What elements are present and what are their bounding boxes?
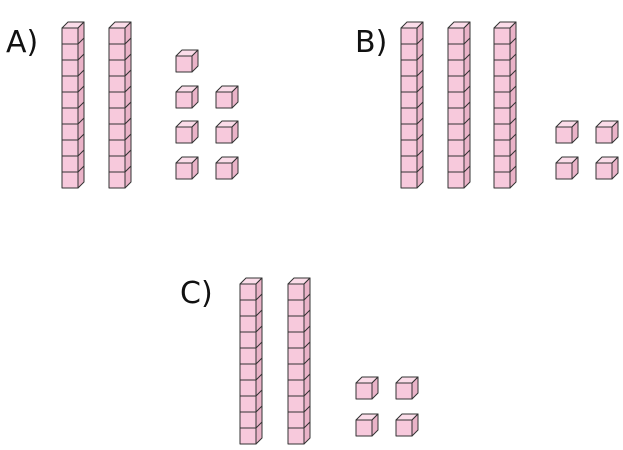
option-b-unit-cube — [555, 120, 579, 144]
option-a-unit-cube — [175, 85, 199, 109]
option-a-unit-cube — [175, 156, 199, 180]
option-b-unit-cube — [555, 156, 579, 180]
option-c-label: C) — [180, 276, 213, 311]
option-a-ten-rod — [108, 21, 132, 189]
option-a-unit-cube — [215, 85, 239, 109]
option-c-ten-rod — [239, 277, 263, 445]
option-c-unit-cube — [395, 413, 419, 437]
option-a-unit-cube — [175, 120, 199, 144]
option-a-unit-cube — [215, 120, 239, 144]
option-a-ten-rod — [61, 21, 85, 189]
option-b-unit-cube — [595, 156, 619, 180]
option-a-label: A) — [6, 25, 39, 60]
option-b-ten-rod — [400, 21, 424, 189]
option-c-unit-cube — [355, 376, 379, 400]
option-b-unit-cube — [595, 120, 619, 144]
option-c-ten-rod — [287, 277, 311, 445]
option-a-unit-cube — [175, 49, 199, 73]
option-b-ten-rod — [447, 21, 471, 189]
option-b-ten-rod — [493, 21, 517, 189]
option-a-unit-cube — [215, 156, 239, 180]
option-b-label: B) — [355, 25, 388, 60]
option-c-unit-cube — [395, 376, 419, 400]
option-c-unit-cube — [355, 413, 379, 437]
